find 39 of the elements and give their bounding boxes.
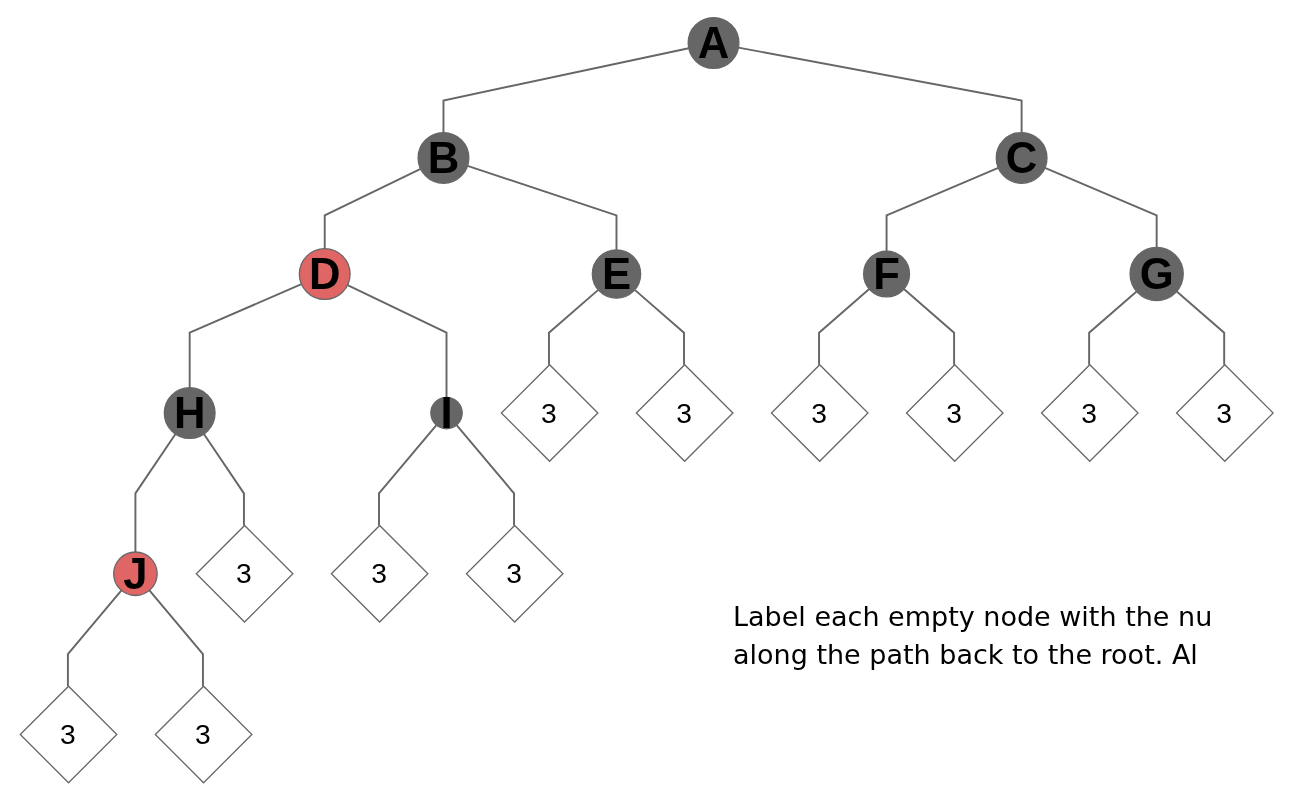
node-diamond: 3 <box>635 363 734 463</box>
connector <box>323 168 422 250</box>
connector <box>1175 290 1225 366</box>
node-circle: B <box>417 131 470 184</box>
node-circle: F <box>862 250 910 298</box>
node-circle: E <box>591 249 642 299</box>
node-diamond: 3 <box>195 524 294 623</box>
node-circle: A <box>687 16 740 69</box>
connector <box>902 288 955 366</box>
connector <box>1043 166 1158 249</box>
node-diamond: 3 <box>1040 363 1139 463</box>
node-diamond: 3 <box>19 685 118 784</box>
connector <box>633 288 685 366</box>
connector <box>202 433 245 527</box>
node-circle: G <box>1129 246 1184 302</box>
node-diamond: 3 <box>905 363 1004 463</box>
connector <box>885 166 1000 253</box>
connector <box>547 288 599 366</box>
instruction-note: Label each empty node with the nu along the path back to the root. Al <box>733 600 1214 672</box>
connector <box>377 424 438 527</box>
node-circle: C <box>995 131 1048 184</box>
connector <box>134 433 177 553</box>
node-diamond: 3 <box>330 524 429 623</box>
connector <box>148 589 204 688</box>
node-diamond: 3 <box>770 363 869 463</box>
connector <box>188 283 303 389</box>
node-circle: H <box>163 387 216 440</box>
node-diamond: 3 <box>500 363 599 463</box>
node-circle: J <box>112 551 158 597</box>
node-diamond: 3 <box>465 524 564 623</box>
connector <box>455 424 515 527</box>
node-circle: D <box>298 248 351 301</box>
connector <box>346 284 448 399</box>
connector <box>817 288 870 366</box>
connector <box>66 589 123 688</box>
node-diamond: 3 <box>154 685 253 784</box>
connector <box>1088 290 1138 366</box>
node-circle: I <box>430 396 463 430</box>
node-diamond: 3 <box>1175 363 1274 463</box>
